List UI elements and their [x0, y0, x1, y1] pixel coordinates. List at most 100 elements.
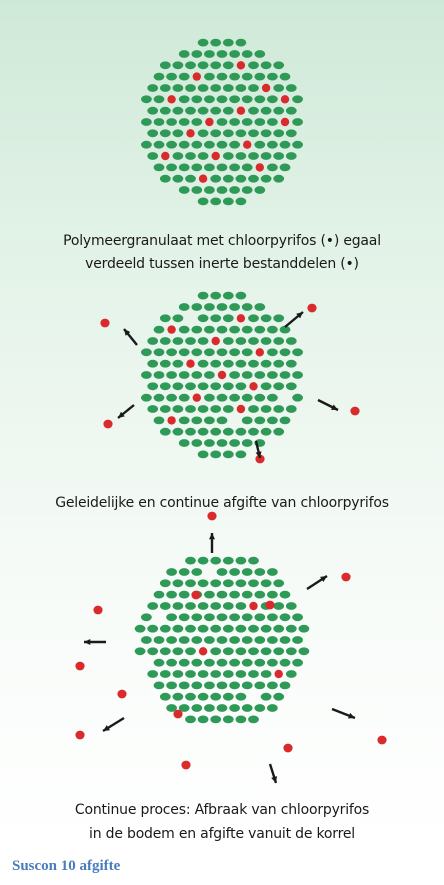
inert-particle: [210, 647, 222, 656]
inert-particle: [191, 371, 203, 379]
inert-particle: [147, 405, 159, 413]
granule-1: [141, 38, 303, 206]
inert-particle: [229, 50, 241, 58]
inert-particle: [210, 106, 222, 115]
inert-particle: [159, 405, 171, 413]
inert-particle: [260, 106, 272, 115]
inert-particle: [292, 140, 303, 149]
inert-particle: [185, 427, 196, 436]
chlorpyrifos-particle: [192, 72, 201, 81]
inert-particle: [285, 106, 297, 115]
inert-particle: [178, 118, 190, 126]
inert-particle: [267, 118, 278, 126]
inert-particle: [216, 325, 228, 334]
inert-particle: [178, 393, 190, 402]
chlorpyrifos-particle: [274, 669, 283, 679]
release-arrow: [331, 707, 356, 720]
inert-particle: [285, 602, 297, 610]
inert-particle: [216, 348, 228, 357]
inert-particle: [185, 382, 196, 391]
inert-particle: [178, 95, 190, 104]
inert-particle: [159, 692, 171, 701]
inert-particle: [204, 704, 215, 712]
inert-particle: [204, 95, 215, 104]
inert-particle: [166, 163, 178, 172]
inert-particle: [172, 427, 184, 436]
inert-particle: [216, 704, 228, 712]
inert-particle: [273, 359, 285, 368]
inert-particle: [159, 647, 171, 656]
inert-particle: [229, 371, 241, 379]
inert-particle: [159, 602, 171, 610]
release-arrow: [268, 763, 278, 784]
inert-particle: [292, 393, 303, 402]
inert-particle: [248, 129, 259, 138]
released-chlorpyrifos-particle: [100, 318, 110, 328]
inert-particle: [248, 106, 259, 115]
inert-particle: [229, 72, 241, 81]
inert-particle: [159, 314, 171, 323]
inert-particle: [235, 38, 247, 47]
inert-particle: [191, 416, 203, 425]
inert-particle: [172, 359, 184, 368]
inert-particle: [216, 416, 228, 425]
inert-particle: [248, 624, 259, 633]
inert-particle: [216, 95, 228, 104]
inert-particle: [254, 95, 266, 104]
inert-particle: [254, 50, 266, 58]
inert-particle: [222, 152, 234, 160]
inert-particle: [285, 84, 297, 92]
figure-caption: Suscon 10 afgifte: [12, 858, 121, 874]
released-chlorpyrifos-particle: [377, 735, 387, 745]
inert-particle: [222, 450, 234, 459]
inert-particle: [178, 636, 190, 644]
inert-particle: [185, 61, 196, 70]
release-arrow: [306, 574, 328, 591]
chlorpyrifos-particle: [249, 382, 258, 391]
inert-particle: [279, 681, 291, 690]
inert-particle: [235, 84, 247, 92]
inert-particle: [241, 163, 253, 172]
inert-particle: [172, 692, 184, 701]
inert-particle: [197, 38, 209, 47]
inert-particle: [235, 129, 247, 138]
inert-particle: [216, 590, 228, 599]
chlorpyrifos-particle: [167, 416, 176, 425]
inert-particle: [248, 152, 259, 160]
inert-particle: [153, 658, 165, 667]
inert-particle: [197, 692, 209, 701]
inert-particle: [254, 186, 266, 194]
inert-particle: [210, 197, 222, 206]
inert-particle: [197, 359, 209, 368]
inert-particle: [273, 382, 285, 391]
inert-particle: [197, 84, 209, 92]
inert-particle: [241, 325, 253, 334]
inert-particle: [178, 613, 190, 622]
chlorpyrifos-particle: [211, 151, 220, 161]
inert-particle: [216, 613, 228, 622]
inert-particle: [178, 303, 190, 311]
inert-particle: [229, 348, 241, 357]
inert-particle: [178, 348, 190, 357]
inert-particle: [185, 692, 196, 701]
inert-particle: [197, 291, 209, 300]
inert-particle: [279, 163, 291, 172]
inert-particle: [279, 416, 291, 425]
inert-particle: [273, 427, 285, 436]
inert-particle: [191, 636, 203, 644]
panel-3-caption-line-2: in de bodem en afgifte vanuit de korrel: [89, 826, 355, 842]
inert-particle: [229, 303, 241, 311]
inert-particle: [235, 715, 247, 724]
inert-particle: [191, 658, 203, 667]
inert-particle: [210, 291, 222, 300]
inert-particle: [147, 106, 159, 115]
inert-particle: [241, 613, 253, 622]
inert-particle: [292, 348, 303, 357]
inert-particle: [260, 670, 272, 678]
chlorpyrifos-particle: [186, 129, 195, 138]
inert-particle: [147, 382, 159, 391]
inert-particle: [260, 61, 272, 70]
inert-particle: [172, 405, 184, 413]
inert-particle: [285, 129, 297, 138]
inert-particle: [248, 174, 259, 183]
